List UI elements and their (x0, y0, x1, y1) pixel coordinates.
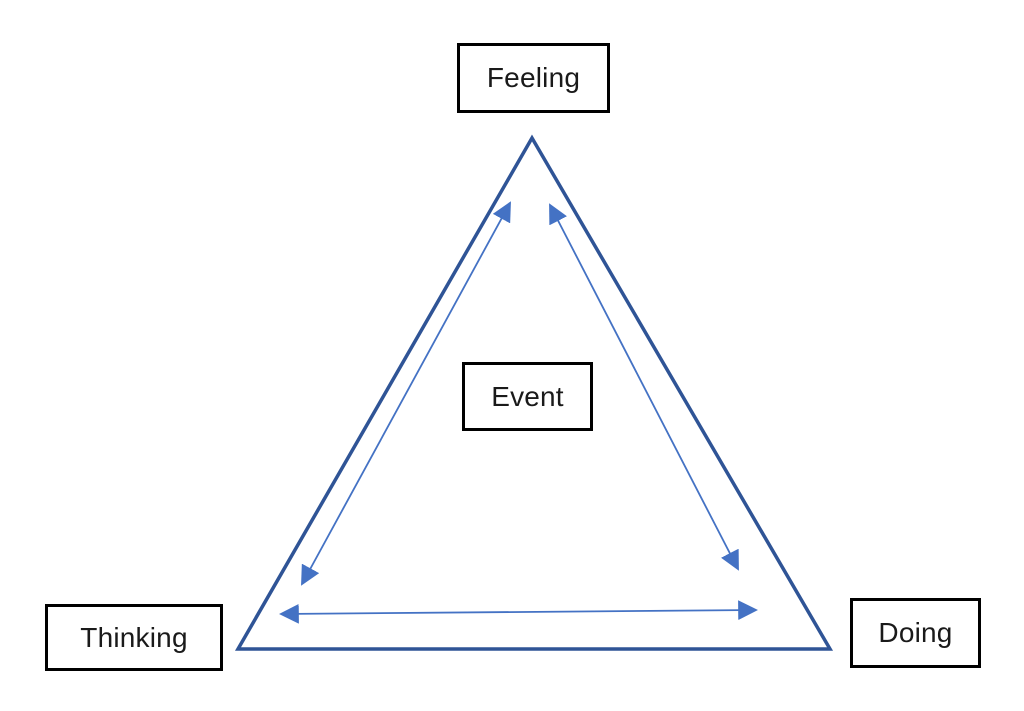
node-thinking: Thinking (45, 604, 223, 671)
node-event-label: Event (491, 380, 564, 412)
node-doing: Doing (850, 598, 981, 668)
node-thinking-label: Thinking (80, 621, 188, 653)
arrow-feeling-doing (549, 203, 739, 571)
node-feeling-label: Feeling (486, 62, 581, 93)
node-event: Event (462, 362, 593, 431)
node-doing-label: Doing (878, 617, 953, 648)
node-feeling: Feeling (457, 43, 610, 113)
arrow-thinking-doing (279, 600, 758, 624)
arrow-thinking-feeling (301, 201, 511, 586)
